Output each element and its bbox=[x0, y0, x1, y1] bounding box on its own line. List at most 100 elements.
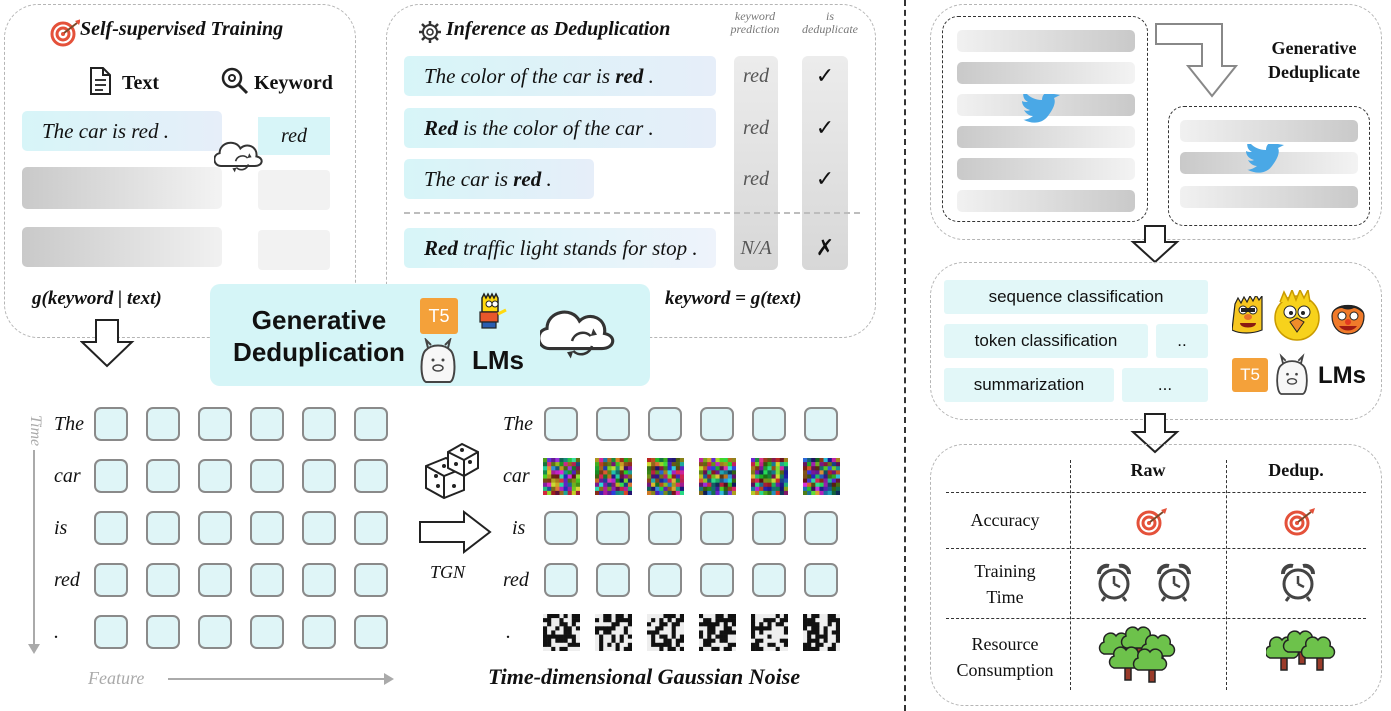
training-time-line1: Training bbox=[974, 561, 1036, 581]
training-placeholder-text bbox=[22, 227, 222, 267]
keyword-prediction: red bbox=[743, 116, 769, 139]
feature-cell bbox=[94, 511, 128, 545]
down-arrow-icon bbox=[80, 319, 135, 368]
sentence-text: . bbox=[541, 166, 552, 191]
raw-column-header: Raw bbox=[1130, 459, 1166, 480]
feature-cell bbox=[302, 407, 336, 441]
feature-cell bbox=[544, 563, 578, 597]
generative-dedup-line2: Deduplication bbox=[233, 337, 405, 367]
feature-cell bbox=[94, 615, 128, 649]
gaussian-noise-cell bbox=[699, 458, 737, 496]
feature-cell bbox=[596, 563, 630, 597]
sentence-text: is the color of the car . bbox=[457, 115, 654, 140]
feature-cell bbox=[804, 563, 838, 597]
feature-cell bbox=[700, 511, 734, 545]
binary-noise-cell bbox=[543, 614, 581, 652]
sentence-keyword: red bbox=[513, 166, 542, 191]
data-row bbox=[957, 158, 1135, 180]
prediction-header-line1: keyword bbox=[734, 9, 776, 23]
gear-icon bbox=[419, 21, 441, 43]
data-row bbox=[957, 126, 1135, 148]
feature-cell bbox=[302, 615, 336, 649]
feature-cell bbox=[544, 407, 578, 441]
generative-deduplicate-line2: Deduplicate bbox=[1268, 62, 1360, 82]
binary-noise-cell bbox=[647, 614, 685, 652]
feature-cell bbox=[198, 407, 232, 441]
dedup-column-header: Dedup. bbox=[1268, 459, 1324, 480]
training-panel bbox=[4, 4, 356, 338]
data-row bbox=[1180, 120, 1358, 142]
feature-cell bbox=[146, 615, 180, 649]
feature-cell bbox=[146, 563, 180, 597]
lms-label: LMs bbox=[1318, 362, 1366, 389]
feature-cell bbox=[94, 459, 128, 493]
feature-cell bbox=[648, 511, 682, 545]
bent-arrow-icon bbox=[1155, 23, 1239, 98]
feature-cell bbox=[354, 511, 388, 545]
task-more: ... bbox=[1122, 368, 1208, 402]
clock-icon bbox=[1156, 563, 1192, 603]
dice-icon bbox=[425, 442, 479, 500]
right-arrow-icon bbox=[419, 510, 492, 554]
token-label: . bbox=[54, 621, 59, 643]
alpaca-icon bbox=[420, 339, 456, 383]
trees-icon bbox=[1266, 630, 1336, 671]
resource-row-label: Resource Consumption bbox=[940, 630, 1070, 684]
gaussian-noise-cell bbox=[647, 458, 685, 496]
inference-formula: keyword = g(text) bbox=[665, 288, 802, 309]
sentence-text: traffic light stands for stop . bbox=[457, 235, 698, 260]
feature-cell bbox=[544, 511, 578, 545]
inference-sentence: The color of the car is red . bbox=[404, 56, 716, 96]
accuracy-row-label: Accuracy bbox=[970, 509, 1040, 530]
task-more: .. bbox=[1156, 324, 1208, 358]
keyword-prediction: N/A bbox=[740, 236, 772, 259]
table-divider bbox=[946, 618, 1366, 619]
training-sentence: The car is red . bbox=[22, 111, 222, 151]
document-icon bbox=[90, 67, 111, 95]
clock-icon bbox=[1096, 563, 1132, 603]
feature-cell bbox=[354, 563, 388, 597]
trees-icon bbox=[1098, 626, 1176, 683]
results-panel bbox=[930, 444, 1382, 706]
dedup-header-line2: deduplicate bbox=[802, 22, 858, 36]
gaussian-noise-cell bbox=[543, 458, 581, 496]
feature-axis-arrow bbox=[168, 673, 394, 685]
generative-deduplicate-line1: Generative bbox=[1271, 38, 1357, 58]
training-time-row-label: Training Time bbox=[940, 558, 1070, 610]
tgn-caption: Time-dimensional Gaussian Noise bbox=[488, 664, 801, 689]
feature-cell bbox=[700, 407, 734, 441]
binary-noise-cell bbox=[751, 614, 789, 652]
feature-axis-label: Feature bbox=[88, 668, 145, 688]
feature-cell bbox=[596, 407, 630, 441]
dedup-mark: ✗ bbox=[815, 235, 835, 261]
training-placeholder-text bbox=[22, 167, 222, 209]
training-placeholder-keyword bbox=[258, 230, 330, 270]
feature-cell bbox=[804, 407, 838, 441]
feature-cell bbox=[700, 563, 734, 597]
feature-cell bbox=[752, 511, 786, 545]
feature-cell bbox=[250, 407, 284, 441]
twitter-bird-icon bbox=[1022, 94, 1060, 123]
feature-cell bbox=[354, 615, 388, 649]
dedup-header-line1: is bbox=[825, 9, 834, 23]
feature-cell bbox=[250, 511, 284, 545]
twitter-bird-icon bbox=[1246, 144, 1284, 173]
data-row bbox=[957, 62, 1135, 84]
prediction-column-header: keyword prediction bbox=[722, 10, 788, 36]
section-divider bbox=[904, 0, 906, 711]
inference-sentence: Red traffic light stands for stop . bbox=[404, 228, 716, 268]
token-label: car bbox=[54, 465, 81, 487]
target-icon bbox=[50, 18, 80, 47]
down-arrow-icon bbox=[1130, 225, 1180, 264]
data-row bbox=[957, 30, 1135, 52]
inference-title: Inference as Deduplication bbox=[446, 18, 671, 40]
target-icon bbox=[1284, 506, 1317, 536]
generative-dedup-title: Generative Deduplication bbox=[224, 304, 414, 368]
feature-cell bbox=[354, 459, 388, 493]
sentence-text: . bbox=[643, 63, 654, 88]
table-divider bbox=[1226, 460, 1227, 690]
t5-logo: T5 bbox=[1232, 358, 1268, 392]
task-token-classification: token classification bbox=[944, 324, 1148, 358]
resource-line1: Resource bbox=[971, 634, 1039, 654]
feature-cell bbox=[804, 511, 838, 545]
